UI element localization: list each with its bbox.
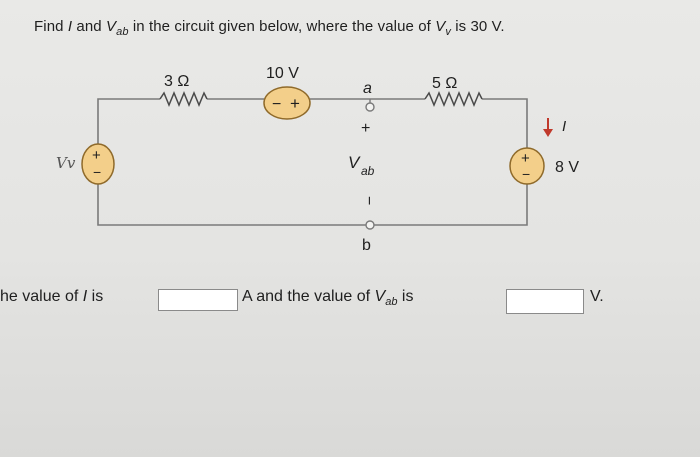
- vab-minus: −: [360, 196, 377, 205]
- answer-var-v: V: [374, 288, 386, 305]
- vs10-plus: +: [290, 94, 300, 113]
- resistor-5ohm: [424, 91, 483, 107]
- q-text-1: Find: [34, 18, 68, 35]
- answer-text-1b: is: [87, 288, 104, 305]
- wire-left-top: [97, 98, 160, 145]
- vv-minus: −: [93, 164, 101, 180]
- q-text-2: and: [72, 18, 107, 35]
- r1-label: 3 Ω: [164, 73, 189, 90]
- vv-label: Vv: [56, 154, 76, 172]
- answer-text-2: A and the value of: [242, 288, 375, 305]
- vab-plus: +: [361, 120, 370, 137]
- q-var-vv: V: [435, 18, 446, 35]
- answer-line-part1: he value of I is: [0, 288, 103, 306]
- vab-label-sub: ab: [361, 164, 375, 178]
- answer-unit-v: V.: [590, 288, 604, 305]
- terminal-a: [365, 102, 375, 112]
- vv-plus: +: [92, 147, 101, 164]
- answer-unit: V.: [590, 288, 604, 306]
- voltage-source-vv: + −: [81, 143, 115, 185]
- current-arrow: [543, 118, 553, 137]
- vs-right-label: 8 V: [555, 159, 579, 176]
- answer-text-1: he value of: [0, 288, 83, 305]
- voltage-source-8v: + −: [509, 147, 545, 185]
- answer-input-i[interactable]: [158, 289, 238, 311]
- current-label: I: [562, 118, 566, 135]
- vs-mid-label: 10 V: [266, 65, 299, 82]
- wire-bottom: [97, 184, 528, 226]
- answer-var-i: I: [82, 288, 88, 305]
- q-sub-v: v: [445, 26, 451, 38]
- node-b-label: b: [362, 237, 371, 254]
- q-var-i: I: [67, 18, 73, 35]
- node-a-label: a: [363, 80, 372, 97]
- resistor-3ohm: [159, 91, 208, 107]
- wire-right-top: [482, 98, 528, 148]
- q-text-3: in the circuit given below, where the va…: [128, 18, 436, 35]
- r2-label: 5 Ω: [432, 75, 457, 92]
- answer-sub-ab: ab: [385, 296, 398, 309]
- voltage-source-10v: − +: [263, 86, 311, 120]
- answer-input-vab[interactable]: [506, 289, 584, 314]
- v8-minus: −: [522, 166, 530, 182]
- q-text-4: is 30 V.: [450, 18, 505, 35]
- terminal-b: [365, 220, 375, 230]
- answer-text-2b: is: [397, 288, 414, 305]
- circuit-wires: [97, 98, 528, 226]
- problem-statement: Find I and Vab in the circuit given belo…: [34, 18, 505, 38]
- vab-label-v: V: [348, 153, 361, 172]
- v8-plus: +: [521, 150, 530, 167]
- q-sub-ab: ab: [116, 26, 129, 38]
- q-var-v: V: [106, 18, 117, 35]
- vs10-minus: −: [272, 96, 281, 113]
- answer-line-part2: A and the value of Vab is: [242, 288, 413, 308]
